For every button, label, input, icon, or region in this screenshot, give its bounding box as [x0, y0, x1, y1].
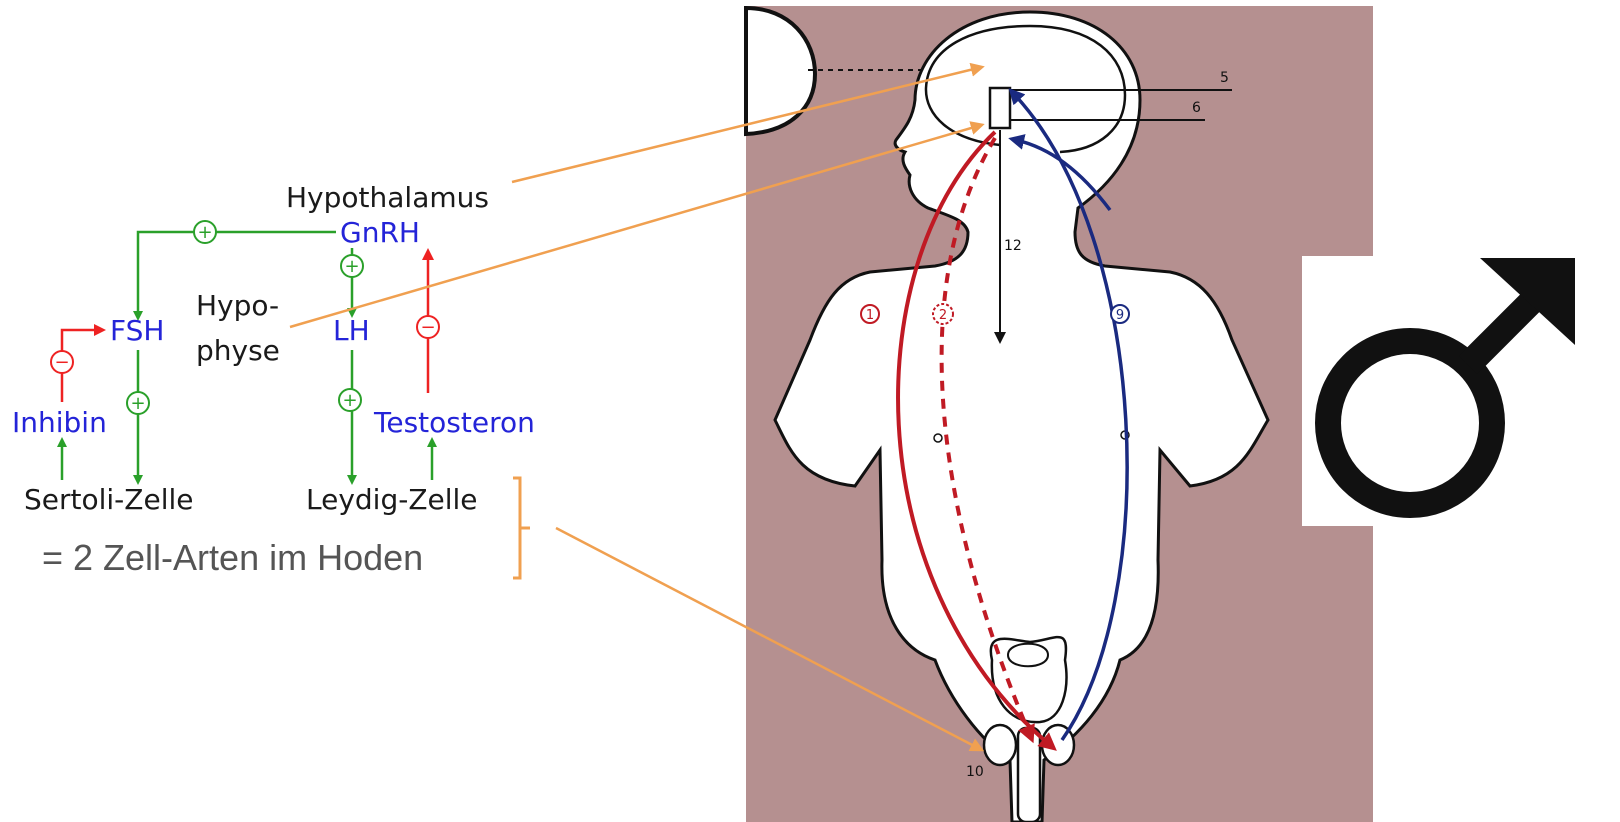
lh-label: LH: [333, 317, 370, 345]
number-2-marker: 2: [933, 304, 953, 324]
sertoli-label: Sertoli-Zelle: [24, 486, 193, 514]
plus-sign-fsh-sertoli: +: [127, 392, 149, 414]
plus-sign-lh-leydig: +: [339, 389, 361, 411]
label-10: 10: [966, 764, 984, 780]
svg-text:−: −: [420, 317, 435, 338]
svg-text:+: +: [342, 390, 357, 411]
plus-sign-gnrh-fsh: +: [194, 221, 216, 243]
svg-text:2: 2: [939, 308, 947, 323]
svg-text:9: 9: [1116, 308, 1124, 323]
label-12: 12: [1004, 238, 1022, 254]
label-5: 5: [1220, 70, 1229, 86]
label-6: 6: [1192, 100, 1201, 116]
svg-text:+: +: [344, 256, 359, 277]
cell-types-bracket: [513, 478, 520, 578]
minus-sign-testosteron: −: [417, 316, 439, 338]
minus-sign-inhibin: −: [51, 351, 73, 373]
number-1-marker: 1: [861, 305, 879, 323]
fsh-label: FSH: [110, 317, 164, 345]
gnrh-label: GnRH: [340, 219, 420, 247]
number-9-marker: 9: [1111, 305, 1129, 323]
svg-text:+: +: [130, 393, 145, 414]
cell-types-caption: = 2 Zell-Arten im Hoden: [42, 540, 423, 576]
hypophyse-label-line2: physe: [196, 337, 280, 365]
testosteron-label: Testosteron: [374, 409, 535, 437]
svg-text:+: +: [197, 222, 212, 243]
hypothalamus-label: Hypothalamus: [286, 184, 489, 212]
svg-text:−: −: [54, 352, 69, 373]
inhibin-label: Inhibin: [12, 409, 107, 437]
plus-sign-gnrh-lh: +: [341, 255, 363, 277]
leydig-label: Leydig-Zelle: [306, 486, 478, 514]
male-symbol: [1302, 256, 1620, 526]
hypophyse-label-line1: Hypo-: [196, 292, 279, 320]
svg-text:1: 1: [866, 308, 874, 323]
